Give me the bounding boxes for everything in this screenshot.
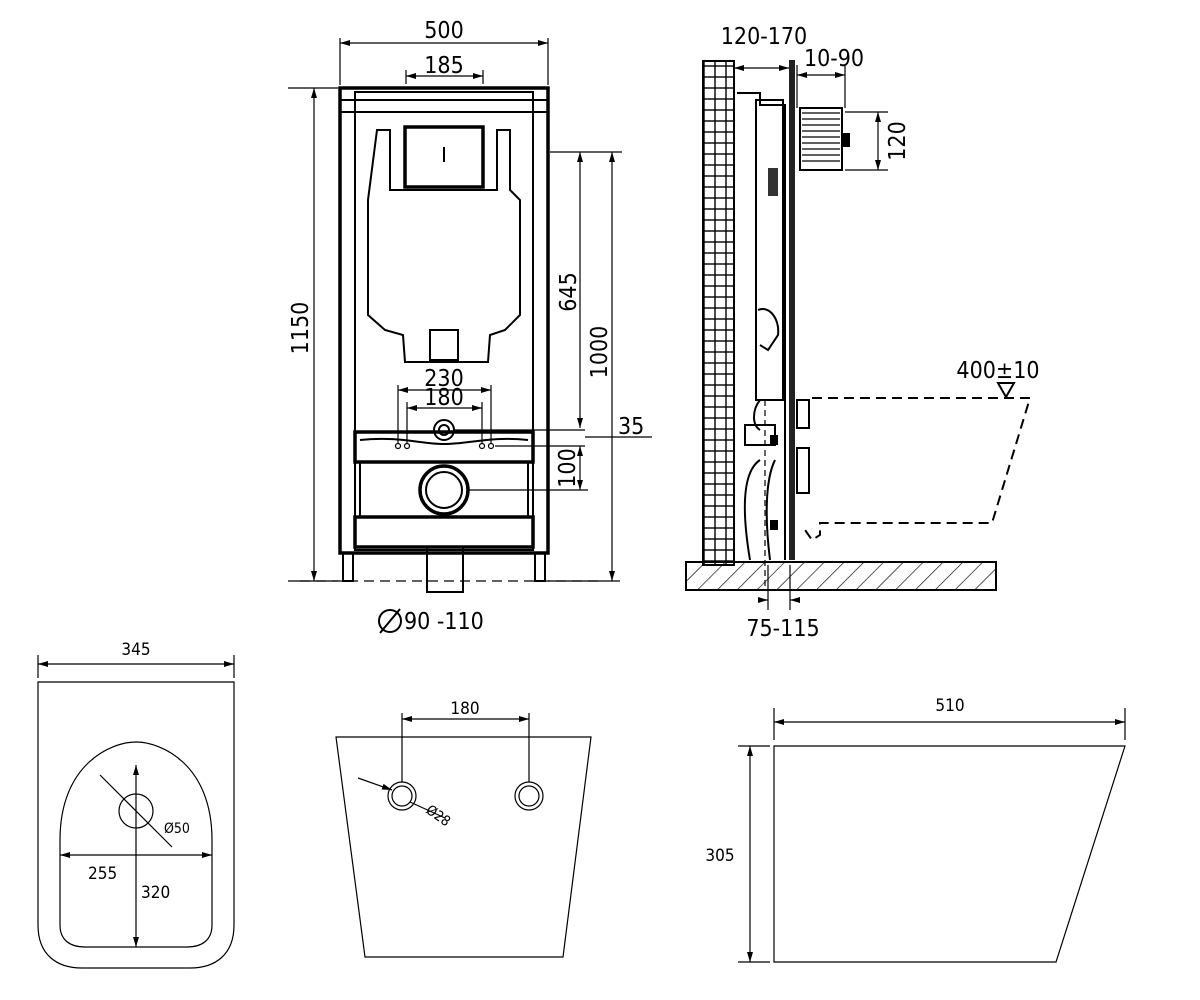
dim-305: 305 [705,745,770,963]
dim-35: 35 [455,414,652,447]
dim-label-1000: 1000 [587,326,613,379]
dim-label-255: 255 [88,864,117,884]
dim-230-180: 230 180 [397,366,492,443]
bowl-side-view: 510 305 [705,696,1126,963]
dim-label-400: 400±10 [956,358,1039,384]
dim-label-10-90: 10-90 [804,46,864,72]
dim-label-120-170: 120-170 [721,24,807,50]
dim-label-230: 230 [424,366,464,392]
flush-box [799,107,850,171]
dim-645: 645 [550,151,622,428]
front-view: 500 185 1150 645 1000 [288,18,652,635]
dim-180-back: 180 [401,699,530,782]
bowl-top-view: 345 Ø50 255 320 [37,640,235,969]
dim-1000: 1000 [548,152,620,582]
dim-510: 510 [773,696,1126,740]
dim-label-180-front: 180 [424,385,464,411]
side-view: 120-170 10-90 120 400±10 75-115 [685,24,1040,642]
dim-label-pipe: 90 -110 [404,609,484,635]
dim-label-500: 500 [424,18,464,44]
dim-pipe-diameter: 90 -110 [378,608,484,635]
tile-wall [702,60,735,566]
dim-label-185: 185 [424,53,464,79]
dim-label-320: 320 [141,883,170,903]
bowl-back-outline [335,736,592,958]
dim-120-170: 120-170 [721,24,807,71]
front-panel [789,60,795,560]
dim-label-120: 120 [885,121,911,161]
dim-label-645: 645 [556,272,582,312]
valve [768,168,778,196]
dim-label-100: 100 [555,448,581,488]
dim-345: 345 [37,640,235,678]
dim-label-35: 35 [618,414,644,440]
dim-label-510: 510 [935,696,964,716]
floor-hatch [685,561,997,591]
dim-120-box: 120 [845,111,911,171]
frame-body [300,86,600,593]
dim-label-1150: 1150 [288,302,314,355]
dim-label-305: 305 [705,846,734,866]
bowl-outline-dashed [804,397,1032,542]
dim-label-345: 345 [121,640,150,660]
dim-bowl-height: 400±10 [956,358,1040,400]
dim-10-90: 10-90 [796,46,864,108]
dim-label-180-back: 180 [450,699,479,719]
bowl-back-view: 180 Ø28 [335,699,592,958]
bowl-top-outline [37,681,235,969]
dim-label-50: Ø50 [164,821,190,837]
dim-75-115: 75-115 [746,565,820,642]
dim-bracket-185: 185 [405,53,484,84]
bowl-side-outline [773,745,1126,963]
dim-label-75-115: 75-115 [746,616,819,642]
dim-100: 100 [468,446,588,491]
dim-height-1150: 1150 [288,87,338,582]
dim-label-28: Ø28 [423,802,453,830]
dim-width-500: 500 [339,18,549,85]
